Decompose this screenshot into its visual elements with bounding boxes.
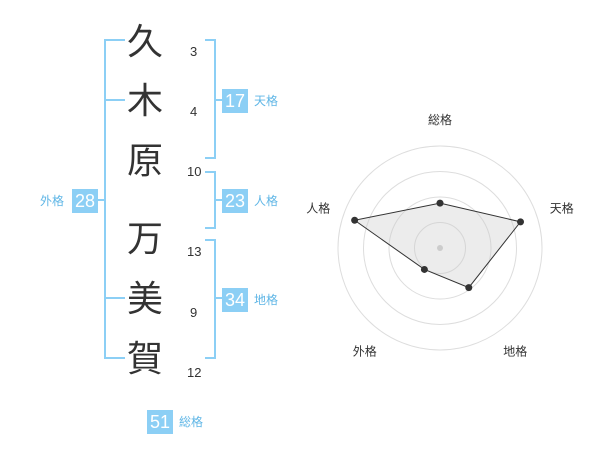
tenkaku-badge: 17: [222, 89, 248, 113]
radar-ring-2: [388, 196, 492, 300]
soukaku-label: 総格: [179, 415, 204, 429]
radar-axis-label-5: 人格: [306, 200, 330, 215]
soukaku-badge: 51: [147, 410, 173, 434]
radar-ring-1: [414, 222, 466, 274]
radar-point-3: [465, 284, 473, 292]
chikaku-badge: 34: [222, 288, 248, 312]
radar-center: [437, 245, 443, 251]
stroke-count-3: 10: [187, 164, 202, 179]
stroke-count-5: 9: [190, 305, 198, 320]
radar-axis-label-4: 外格: [353, 344, 377, 359]
gaikaku-label: 外格: [40, 194, 65, 208]
chikaku-label: 地格: [254, 293, 279, 307]
name-char-4: 万: [126, 219, 163, 260]
radar-point-2: [517, 218, 525, 226]
stroke-count-2: 4: [190, 104, 198, 119]
radar-ring-3: [363, 171, 517, 325]
name-char-6: 賀: [126, 339, 163, 380]
radar-ring-4: [337, 145, 543, 351]
stroke-count-6: 12: [187, 365, 202, 380]
radar-axis-label-1: 総格: [428, 112, 452, 127]
name-char-2: 木: [126, 81, 163, 122]
radar-point-1: [436, 199, 444, 207]
gaikaku-badge: 28: [72, 189, 98, 213]
radar-point-5: [351, 216, 359, 224]
radar-polygon: [353, 202, 522, 289]
radar-axis-label-3: 地格: [503, 344, 527, 359]
name-char-3: 原: [126, 141, 163, 182]
stroke-count-1: 3: [190, 44, 198, 59]
jinkaku-badge: 23: [222, 189, 248, 213]
radar-point-4: [420, 265, 428, 273]
name-char-5: 美: [126, 279, 163, 320]
name-char-1: 久: [126, 22, 163, 63]
stroke-count-4: 13: [187, 244, 202, 259]
jinkaku-label: 人格: [254, 194, 279, 208]
tenkaku-label: 天格: [254, 94, 279, 108]
radar-axis-label-2: 天格: [550, 200, 574, 215]
